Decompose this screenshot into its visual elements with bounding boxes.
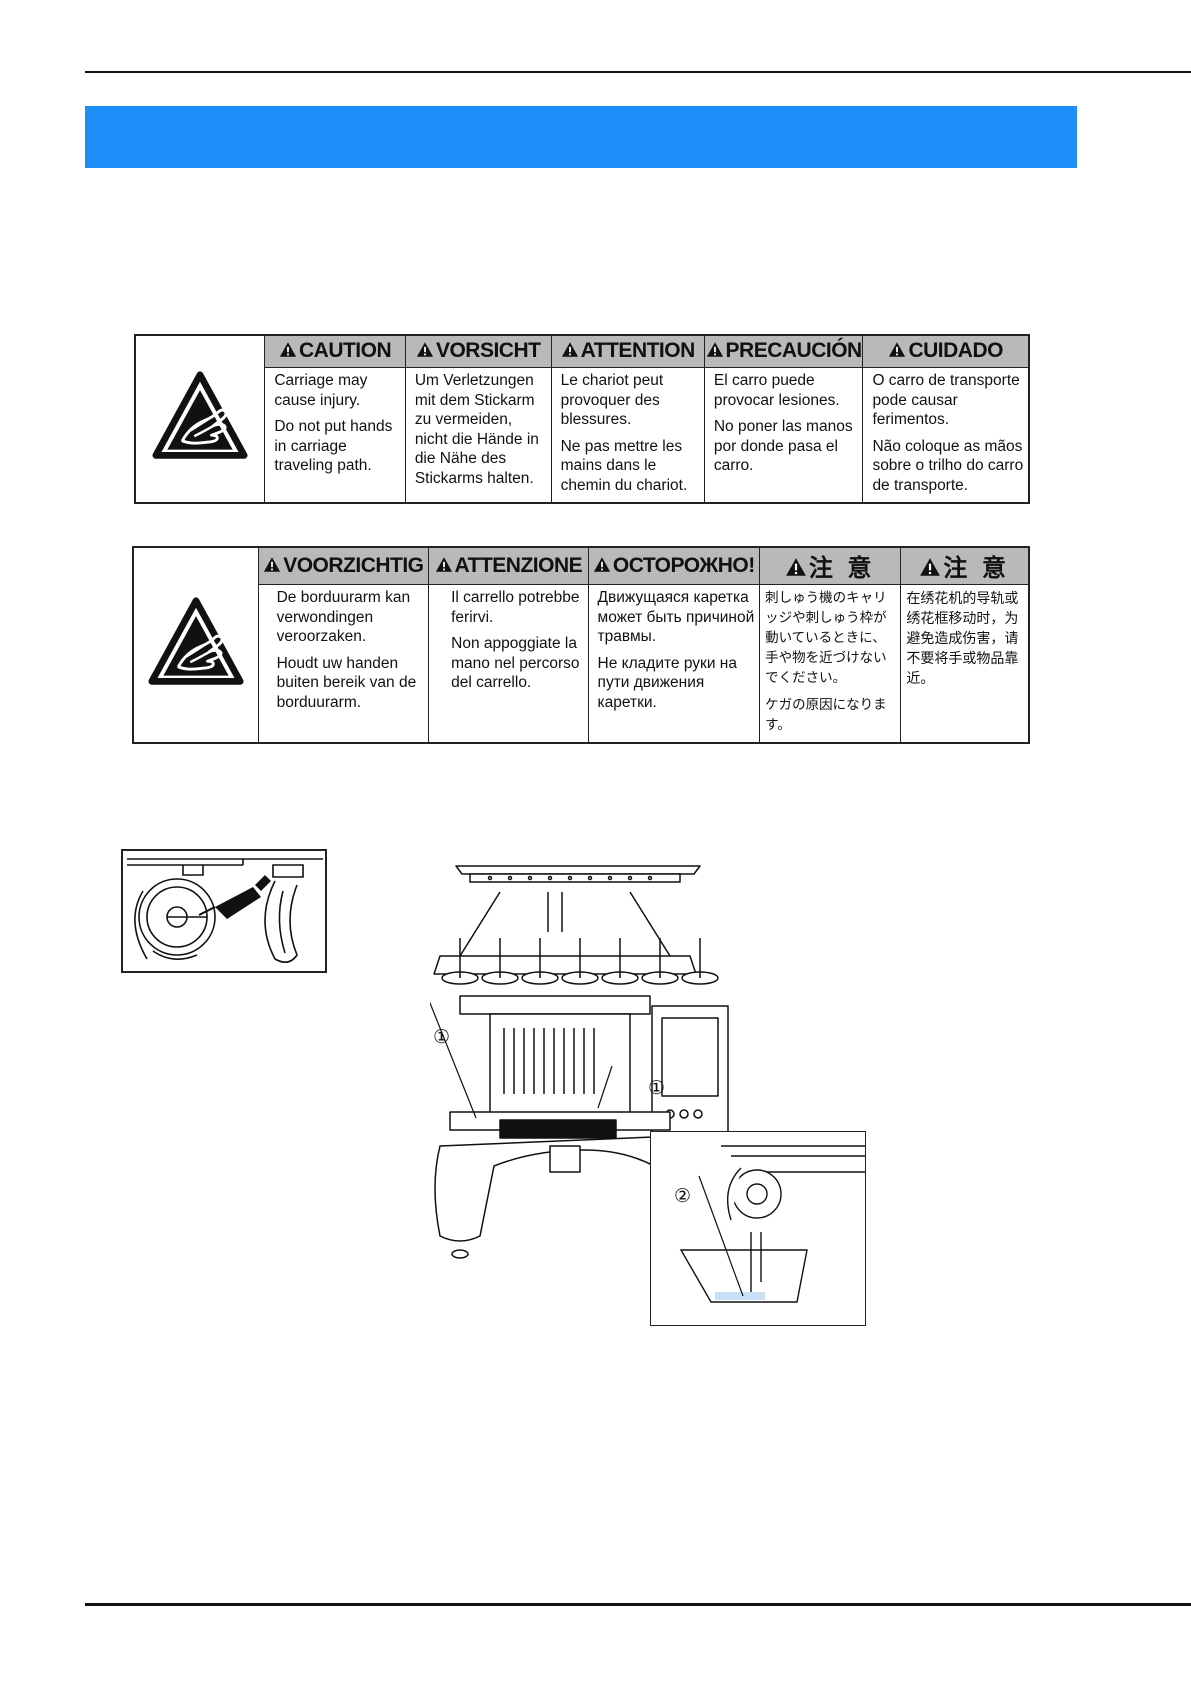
warning-triangle-icon bbox=[593, 555, 611, 579]
top-rule bbox=[85, 71, 1191, 73]
label-text-pt: O carro de transporte pode causar ferime… bbox=[862, 367, 1030, 504]
label-heading: ОСТОРОЖНО! bbox=[587, 546, 761, 585]
label-heading: VOORZICHTIG bbox=[257, 546, 430, 585]
label-text-nl: De borduurarm kan verwondingen veroorzak… bbox=[257, 584, 430, 744]
label-heading: CUIDADO bbox=[862, 334, 1030, 368]
bottom-rule bbox=[85, 1603, 1191, 1606]
label-text-en: Carriage may cause injury.Do not put han… bbox=[264, 367, 406, 504]
warning-triangle-icon bbox=[279, 340, 297, 364]
section-banner bbox=[85, 106, 1077, 168]
warning-triangle-icon bbox=[785, 556, 807, 584]
label-heading: ATTENZIONE bbox=[428, 546, 589, 585]
label-heading: 注 意 bbox=[900, 546, 1030, 585]
hand-crush-warning-icon bbox=[132, 546, 259, 744]
label-text-fr: Le chariot peut provoquer des blessures.… bbox=[550, 367, 705, 504]
warning-triangle-icon bbox=[919, 556, 941, 584]
label-heading: 注 意 bbox=[759, 546, 902, 585]
label-text-de: Um Verletzungen mit dem Stickarm zu verm… bbox=[404, 367, 552, 504]
bobbin-area-inset bbox=[650, 1131, 866, 1326]
label-heading: VORSICHT bbox=[404, 334, 552, 368]
label-text-it: Il carrello potrebbe ferirvi.Non appoggi… bbox=[428, 584, 589, 744]
warning-triangle-icon bbox=[263, 555, 281, 579]
callout-1: ① bbox=[433, 1027, 451, 1048]
label-text-ru: Движущаяся каретка может быть причиной т… bbox=[587, 584, 761, 744]
label-text-zh: 在绣花机的导轨或绣花框移动时，为避免造成伤害，请不要将手或物品靠近。 bbox=[900, 584, 1030, 744]
hand-crush-warning-icon bbox=[134, 334, 266, 504]
label-text-es: El carro puede provocar lesiones.No pone… bbox=[703, 367, 864, 504]
hook-oiling-figure bbox=[121, 849, 327, 973]
callout-1: ① bbox=[648, 1078, 666, 1099]
callout-2: ② bbox=[674, 1186, 692, 1207]
warning-triangle-icon bbox=[561, 340, 579, 364]
warning-triangle-icon bbox=[706, 340, 724, 364]
oil-can-icon bbox=[198, 875, 271, 919]
label-heading: PRECAUCIÓN bbox=[703, 334, 864, 368]
warning-label-en: CAUTION VORSICHT ATTENTION PRECAUCIÓN CU… bbox=[134, 334, 1030, 504]
warning-triangle-icon bbox=[416, 340, 434, 364]
warning-triangle-icon bbox=[888, 340, 906, 364]
label-heading: ATTENTION bbox=[550, 334, 705, 368]
warning-label-intl: VOORZICHTIG ATTENZIONE ОСТОРОЖНО! 注 意 注 … bbox=[132, 546, 1030, 744]
embroidery-machine-figure bbox=[415, 856, 870, 1326]
warning-triangle-icon bbox=[435, 555, 453, 579]
label-text-ja: 刺しゅう機のキャリッジや刺しゅう枠が動いているときに、手や物を近づけないでくださ… bbox=[759, 584, 902, 744]
label-heading: CAUTION bbox=[264, 334, 406, 368]
